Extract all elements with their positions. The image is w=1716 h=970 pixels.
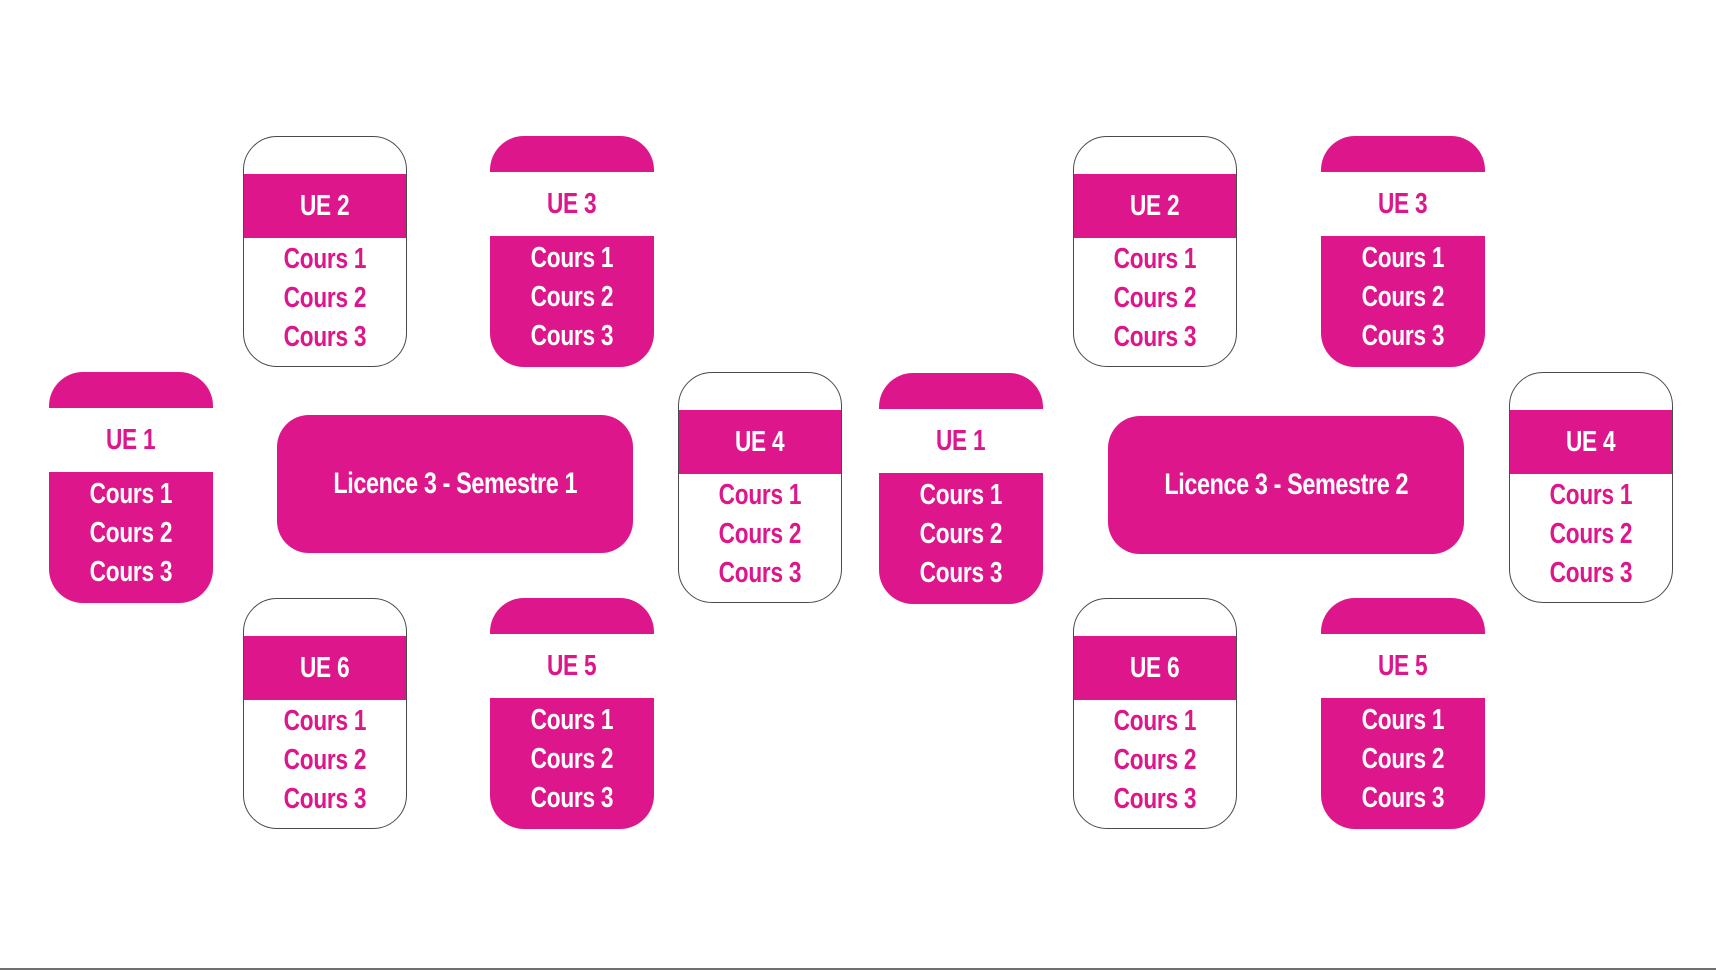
course-item: Cours 3 — [1113, 320, 1197, 353]
course-item: Cours 3 — [1549, 556, 1633, 589]
course-item: Cours 1 — [1361, 704, 1445, 736]
ue-card-1: UE 1 Cours 1 Cours 2 Cours 3 — [879, 373, 1043, 604]
course-item: Cours 2 — [89, 517, 173, 549]
semester-title-box: Licence 3 - Semestre 2 — [1108, 416, 1464, 554]
course-item: Cours 1 — [919, 479, 1003, 511]
course-item: Cours 1 — [1113, 242, 1197, 275]
ue-card-5: UE 5 Cours 1 Cours 2 Cours 3 — [1321, 598, 1485, 829]
course-item: Cours 1 — [1549, 478, 1633, 511]
ue-label: UE 1 — [106, 423, 156, 456]
course-item: Cours 2 — [283, 281, 367, 314]
course-item: Cours 1 — [283, 242, 367, 275]
ue-label: UE 5 — [547, 649, 597, 682]
course-item: Cours 1 — [1361, 242, 1445, 274]
course-item: Cours 2 — [718, 517, 802, 550]
course-item: Cours 2 — [1113, 281, 1197, 314]
course-item: Cours 3 — [1113, 782, 1197, 815]
bottom-divider — [0, 968, 1716, 970]
course-item: Cours 3 — [283, 320, 367, 353]
ue-card-3: UE 3 Cours 1 Cours 2 Cours 3 — [1321, 136, 1485, 367]
ue-card-4: UE 4 Cours 1 Cours 2 Cours 3 — [678, 372, 842, 603]
course-item: Cours 2 — [919, 518, 1003, 550]
course-item: Cours 3 — [1361, 320, 1445, 352]
course-item: Cours 2 — [530, 743, 614, 775]
course-item: Cours 1 — [89, 478, 173, 510]
course-item: Cours 3 — [1361, 782, 1445, 814]
ue-label: UE 2 — [300, 189, 350, 222]
ue-label: UE 5 — [1378, 649, 1428, 682]
course-item: Cours 3 — [530, 782, 614, 814]
semester-title: Licence 3 - Semestre 2 — [1164, 468, 1408, 501]
ue-card-4: UE 4 Cours 1 Cours 2 Cours 3 — [1509, 372, 1673, 603]
ue-label: UE 1 — [936, 424, 986, 457]
course-item: Cours 1 — [718, 478, 802, 511]
semester-title: Licence 3 - Semestre 1 — [333, 467, 577, 500]
ue-card-5: UE 5 Cours 1 Cours 2 Cours 3 — [490, 598, 654, 829]
ue-label: UE 3 — [547, 187, 597, 220]
ue-card-6: UE 6 Cours 1 Cours 2 Cours 3 — [243, 598, 407, 829]
ue-label: UE 3 — [1378, 187, 1428, 220]
course-item: Cours 1 — [283, 704, 367, 737]
ue-label: UE 2 — [1130, 189, 1180, 222]
ue-label: UE 4 — [735, 425, 785, 458]
ue-label: UE 6 — [300, 651, 350, 684]
ue-card-2: UE 2 Cours 1 Cours 2 Cours 3 — [1073, 136, 1237, 367]
ue-card-2: UE 2 Cours 1 Cours 2 Cours 3 — [243, 136, 407, 367]
course-item: Cours 3 — [530, 320, 614, 352]
course-item: Cours 2 — [1549, 517, 1633, 550]
ue-card-3: UE 3 Cours 1 Cours 2 Cours 3 — [490, 136, 654, 367]
ue-card-1: UE 1 Cours 1 Cours 2 Cours 3 — [49, 372, 213, 603]
ue-label: UE 6 — [1130, 651, 1180, 684]
course-item: Cours 3 — [718, 556, 802, 589]
course-item: Cours 3 — [89, 556, 173, 588]
course-item: Cours 3 — [919, 557, 1003, 589]
ue-card-6: UE 6 Cours 1 Cours 2 Cours 3 — [1073, 598, 1237, 829]
ue-label: UE 4 — [1566, 425, 1616, 458]
course-item: Cours 2 — [283, 743, 367, 776]
course-item: Cours 1 — [530, 704, 614, 736]
course-item: Cours 1 — [1113, 704, 1197, 737]
course-item: Cours 2 — [1361, 743, 1445, 775]
course-item: Cours 1 — [530, 242, 614, 274]
course-item: Cours 2 — [1361, 281, 1445, 313]
course-item: Cours 3 — [283, 782, 367, 815]
semester-title-box: Licence 3 - Semestre 1 — [277, 415, 633, 553]
course-item: Cours 2 — [530, 281, 614, 313]
course-item: Cours 2 — [1113, 743, 1197, 776]
